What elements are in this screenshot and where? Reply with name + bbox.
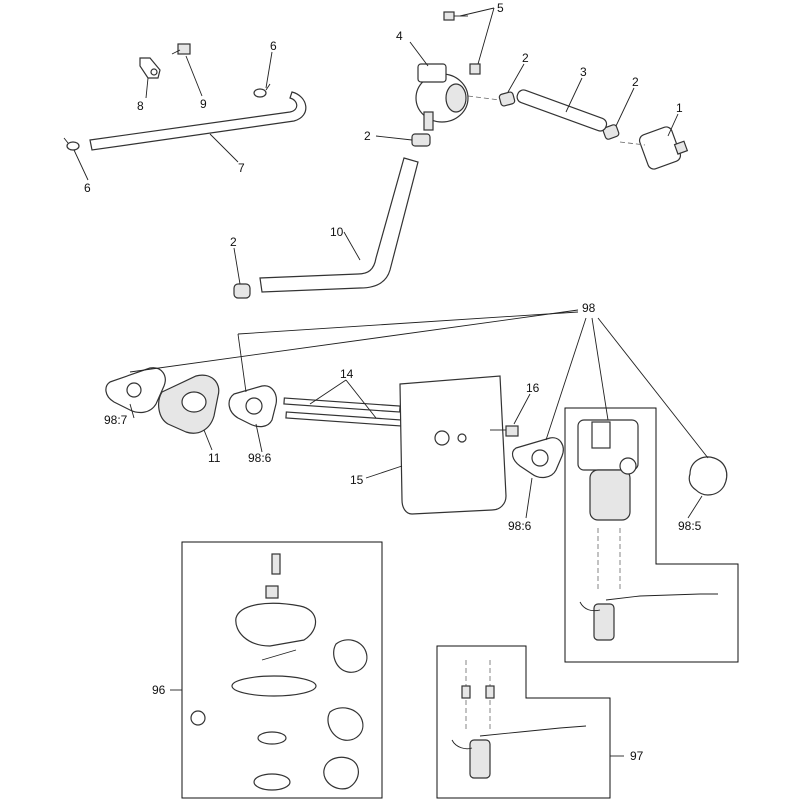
carburetor-assembly-box bbox=[564, 407, 739, 663]
kit-97-box bbox=[436, 645, 611, 799]
label-5: 5 bbox=[497, 1, 504, 15]
gasket-98-6-right bbox=[511, 437, 564, 479]
label-4: 4 bbox=[396, 29, 403, 43]
spring-clamp-left bbox=[63, 137, 80, 151]
mounting-studs bbox=[283, 397, 403, 427]
label-98-5: 98:5 bbox=[678, 519, 702, 533]
hose-clamp-mid bbox=[498, 91, 516, 107]
bent-fuel-hose bbox=[259, 157, 419, 293]
kit-96-parts bbox=[190, 553, 368, 791]
solenoid bbox=[579, 528, 718, 641]
label-2: 2 bbox=[230, 235, 237, 249]
label-97: 97 bbox=[630, 749, 644, 763]
hose-clip bbox=[139, 57, 161, 79]
gasket-98-5 bbox=[688, 456, 728, 496]
label-3: 3 bbox=[580, 65, 587, 79]
label-1: 1 bbox=[676, 101, 683, 115]
label-96: 96 bbox=[152, 683, 166, 697]
label-6: 6 bbox=[270, 39, 277, 53]
label-11: 11 bbox=[208, 451, 221, 465]
gasket-98-7 bbox=[105, 367, 166, 414]
label-2: 2 bbox=[632, 75, 639, 89]
clip-screw bbox=[171, 43, 191, 55]
callout-labels: 1 2 3 2 4 5 8 9 6 6 7 2 10 2 98 14 16 98… bbox=[84, 1, 702, 763]
label-9: 9 bbox=[200, 97, 207, 111]
hose-clamp-pump bbox=[411, 133, 431, 147]
label-2: 2 bbox=[522, 51, 529, 65]
fuel-pump bbox=[415, 63, 469, 131]
label-2: 2 bbox=[364, 129, 371, 143]
label-98: 98 bbox=[582, 301, 596, 315]
spring-clamp-right bbox=[253, 83, 271, 98]
heat-shield-plate bbox=[399, 375, 507, 515]
pump-screw-top bbox=[443, 11, 468, 21]
kit-97-solenoid bbox=[451, 660, 587, 779]
hose-clamp-lower bbox=[233, 283, 251, 299]
label-15: 15 bbox=[350, 473, 364, 487]
carburetor bbox=[577, 419, 639, 521]
label-98-6: 98:6 bbox=[508, 519, 532, 533]
leader-lines bbox=[73, 7, 709, 757]
pump-screw-right bbox=[469, 63, 481, 75]
label-6: 6 bbox=[84, 181, 91, 195]
long-fuel-hose bbox=[89, 91, 307, 151]
label-14: 14 bbox=[340, 367, 354, 381]
short-fuel-hose bbox=[516, 89, 608, 132]
label-98-6: 98:6 bbox=[248, 451, 272, 465]
plate-screw bbox=[490, 425, 519, 437]
gasket-98-6-left bbox=[228, 385, 277, 428]
label-16: 16 bbox=[526, 381, 540, 395]
hose-clamp-right bbox=[602, 124, 620, 140]
label-10: 10 bbox=[330, 225, 344, 239]
fuel-filter bbox=[619, 126, 689, 170]
label-7: 7 bbox=[238, 161, 245, 175]
label-8: 8 bbox=[137, 99, 144, 113]
label-98-7: 98:7 bbox=[104, 413, 128, 427]
kit-96-box bbox=[181, 541, 383, 799]
intake-spacer bbox=[158, 374, 220, 434]
